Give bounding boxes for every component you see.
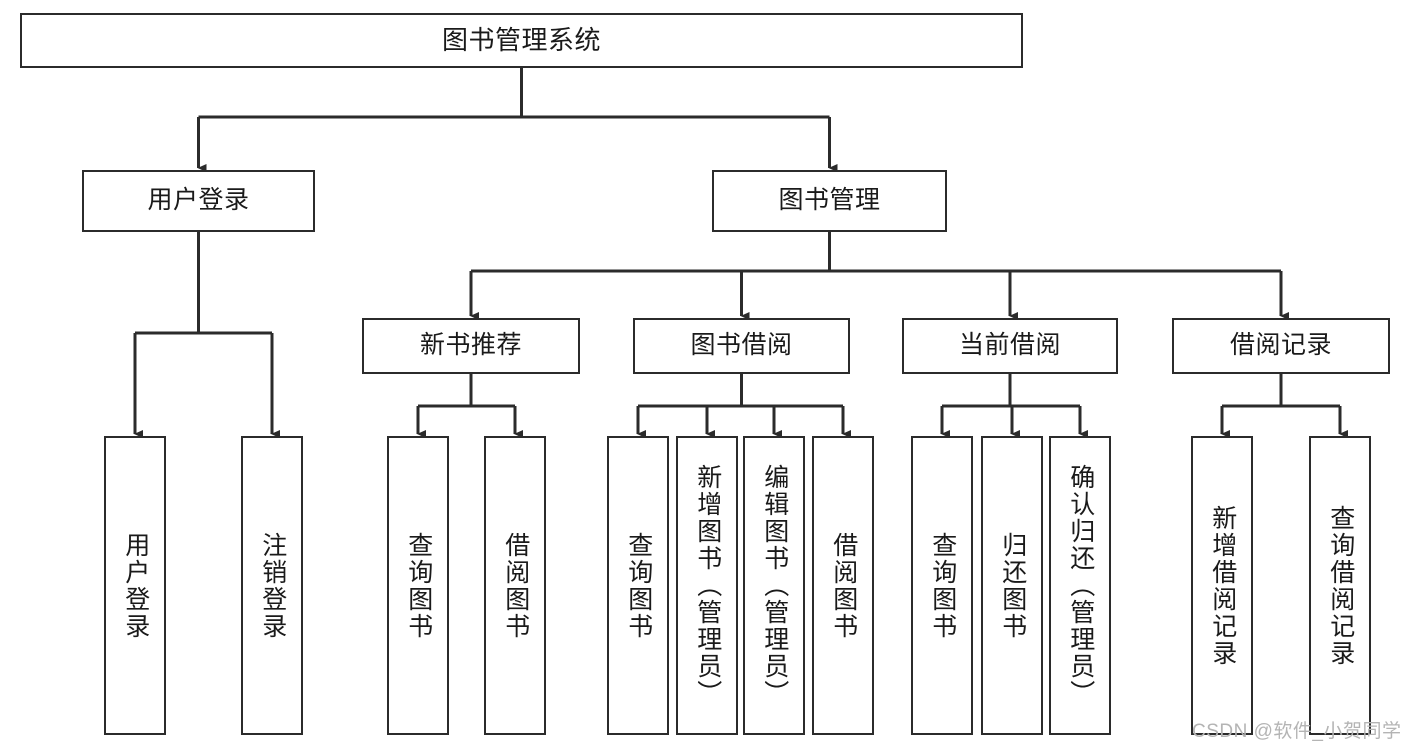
node-leaf-queryrec[interactable]: 查询借阅记录 — [1309, 436, 1371, 735]
csdn-watermark: CSDN @软件_小贺同学 — [1192, 721, 1402, 742]
node-leaf-query1[interactable]: 查询图书 — [387, 436, 449, 735]
node-label: 新书推荐 — [419, 331, 522, 360]
node-label: 图书管理 — [778, 186, 881, 215]
node-leaf-query3[interactable]: 查询图书 — [911, 436, 973, 735]
node-leaf-confirm[interactable]: 确认归还（管理员） — [1049, 436, 1111, 735]
node-label: 借阅记录 — [1229, 331, 1332, 360]
node-login[interactable]: 用户登录 — [82, 170, 315, 232]
node-label: 查询图书 — [928, 531, 957, 640]
node-leaf-query2[interactable]: 查询图书 — [607, 436, 669, 735]
node-leaf-edit[interactable]: 编辑图书（管理员） — [743, 436, 805, 735]
node-label: 用户登录 — [121, 531, 150, 640]
node-leaf-login[interactable]: 用户登录 — [104, 436, 166, 735]
node-label: 查询图书 — [404, 531, 433, 640]
node-leaf-logout[interactable]: 注销登录 — [241, 436, 303, 735]
node-label: 确认归还（管理员） — [1066, 464, 1095, 707]
node-leaf-borrow1[interactable]: 借阅图书 — [484, 436, 546, 735]
node-label: 新增借阅记录 — [1208, 504, 1237, 667]
node-label: 借阅图书 — [829, 531, 858, 640]
node-borrow[interactable]: 图书借阅 — [633, 318, 850, 374]
node-current[interactable]: 当前借阅 — [902, 318, 1118, 374]
node-record[interactable]: 借阅记录 — [1172, 318, 1390, 374]
node-label: 借阅图书 — [501, 531, 530, 640]
node-label: 新增图书（管理员） — [693, 464, 722, 707]
node-label: 查询借阅记录 — [1326, 504, 1355, 667]
node-leaf-borrow2[interactable]: 借阅图书 — [812, 436, 874, 735]
node-label: 图书管理系统 — [441, 25, 601, 56]
node-label: 注销登录 — [258, 531, 287, 640]
edge-group — [133, 68, 1348, 438]
node-label: 当前借阅 — [958, 331, 1061, 360]
node-label: 归还图书 — [998, 531, 1027, 640]
node-root[interactable]: 图书管理系统 — [20, 13, 1023, 68]
node-label: 查询图书 — [624, 531, 653, 640]
node-leaf-addrec[interactable]: 新增借阅记录 — [1191, 436, 1253, 735]
node-label: 编辑图书（管理员） — [760, 464, 789, 707]
node-leaf-return[interactable]: 归还图书 — [981, 436, 1043, 735]
node-leaf-add[interactable]: 新增图书（管理员） — [676, 436, 738, 735]
node-label: 用户登录 — [147, 186, 250, 215]
node-bookmgmt[interactable]: 图书管理 — [712, 170, 947, 232]
node-newbook[interactable]: 新书推荐 — [362, 318, 580, 374]
node-label: 图书借阅 — [690, 331, 793, 360]
